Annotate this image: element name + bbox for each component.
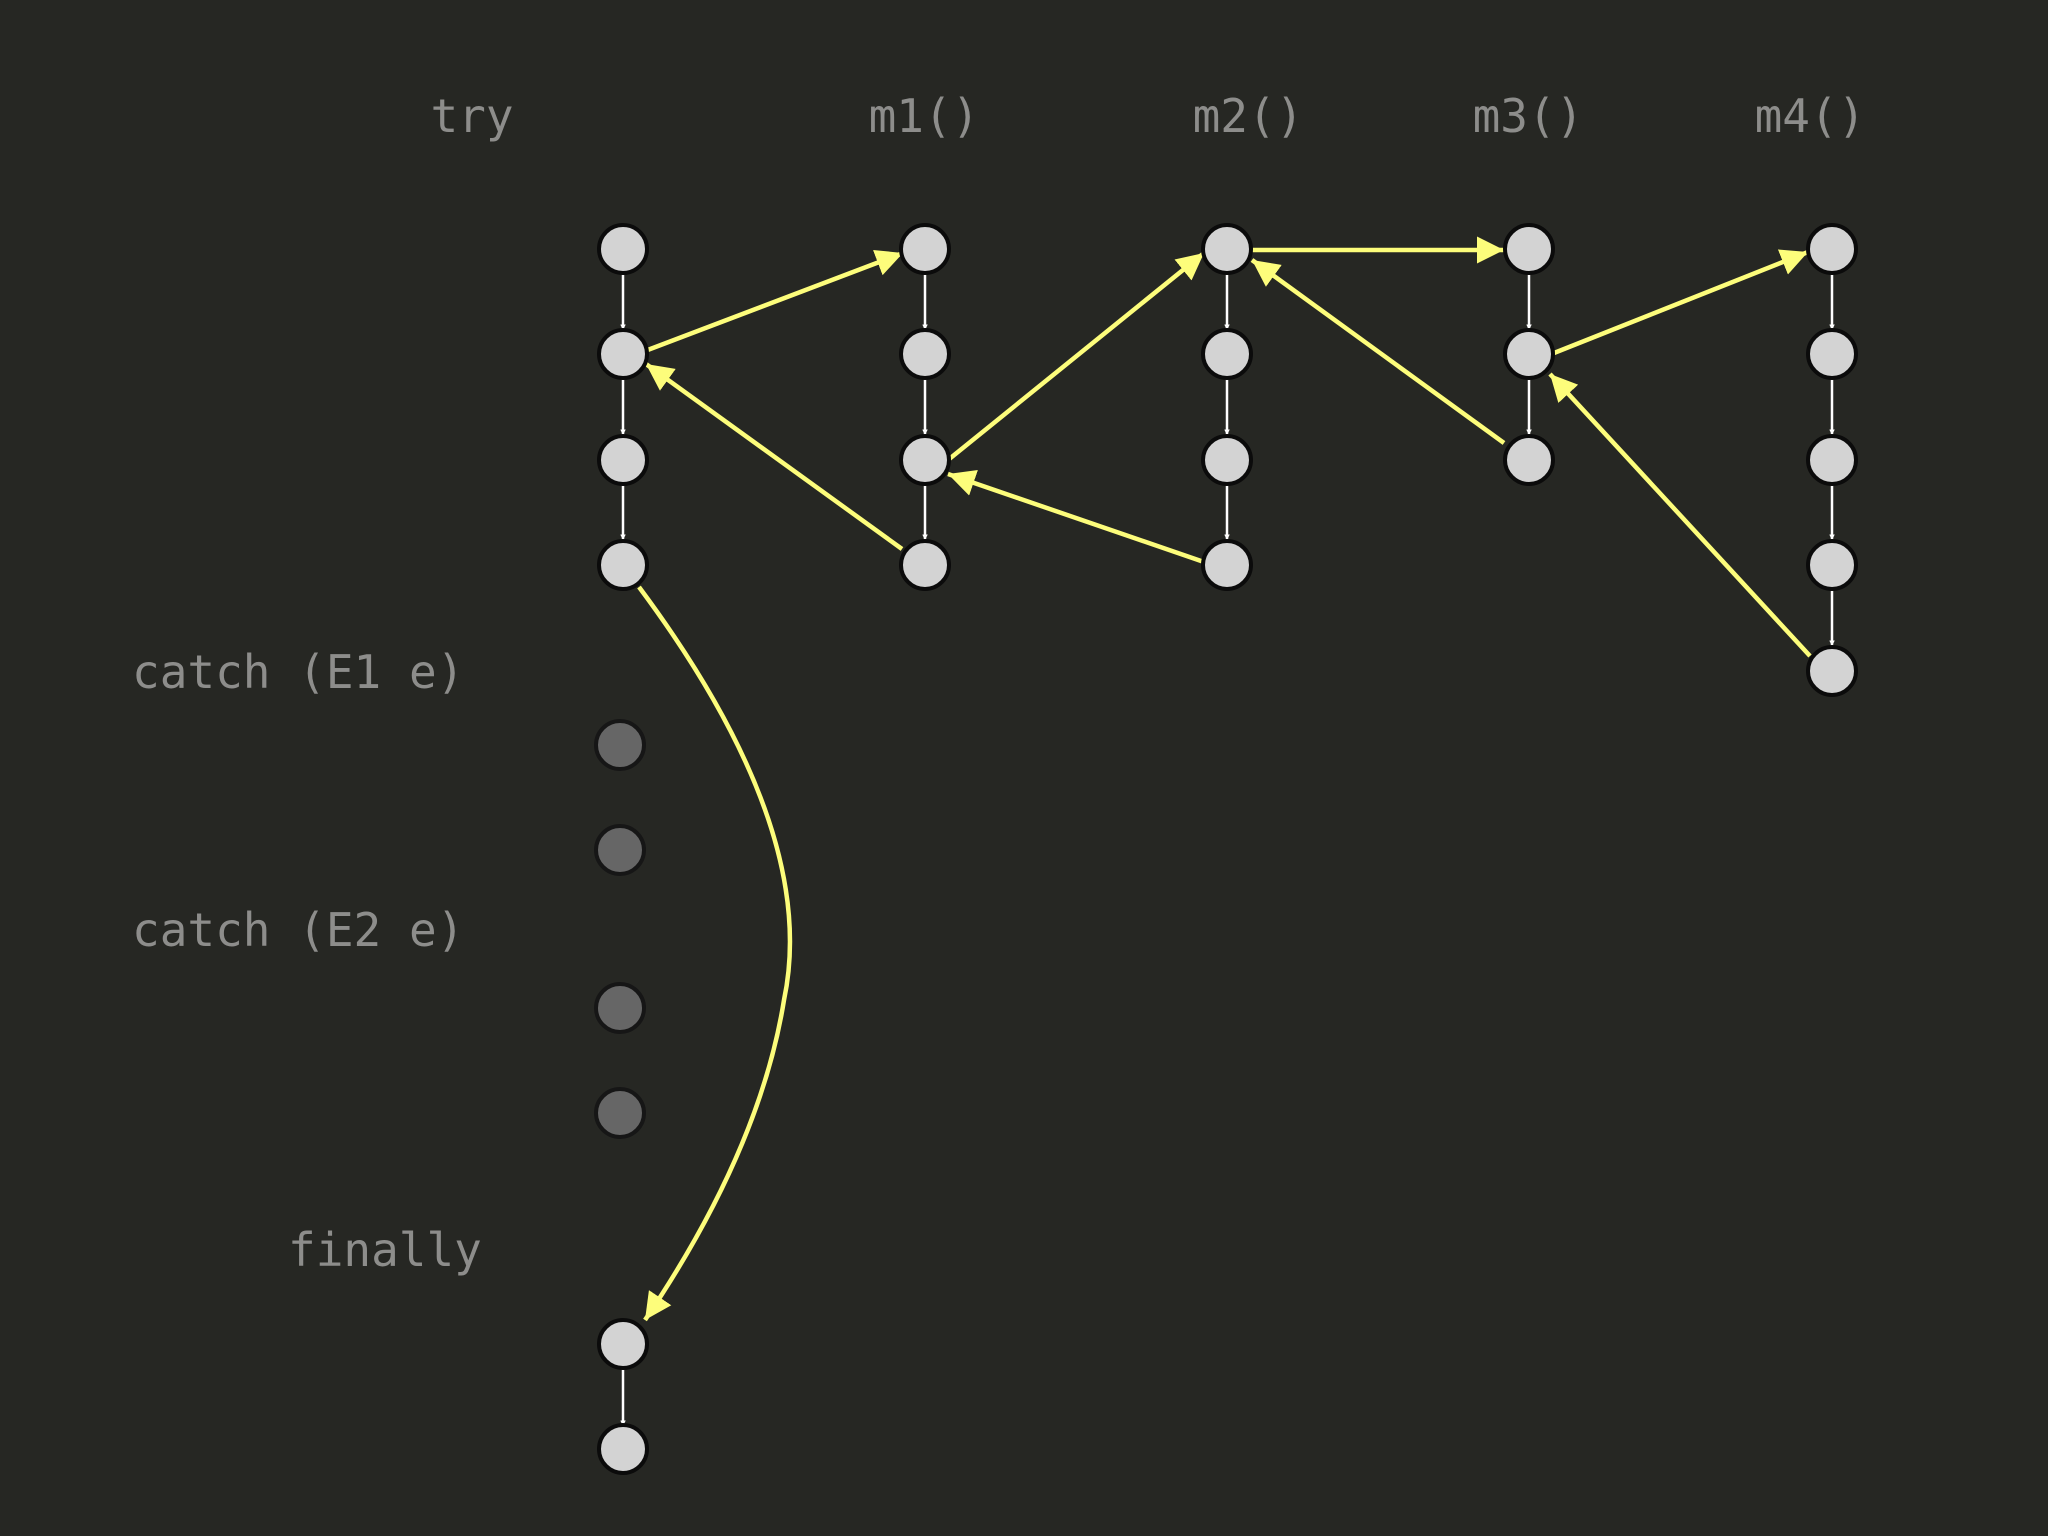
node [1201,328,1253,380]
label-m3: m3() [1473,89,1584,143]
label-finally: finally [288,1223,482,1277]
node [899,328,951,380]
return-arrow-m2-to-m1 [947,470,1205,565]
node [597,434,649,486]
node [1806,328,1858,380]
return-arrow-m3-to-m2 [1250,258,1506,445]
label-m1: m1() [869,89,980,143]
return-arrow-m4-to-m3 [1548,372,1812,658]
label-m2: m2() [1193,89,1304,143]
node [1503,223,1555,275]
node [899,539,951,591]
try-column-nodes [597,223,649,591]
sequential-flow-arrows [620,272,1835,1426]
label-try: try [430,89,513,143]
jump-arrow-try-to-finally [637,585,793,1322]
m3-column-nodes [1503,223,1555,486]
node [597,539,649,591]
node [899,434,951,486]
node [899,223,951,275]
label-m4: m4() [1755,89,1866,143]
node [1806,223,1858,275]
node [597,223,649,275]
call-return-arrows [637,236,1812,1322]
node [597,1318,649,1370]
call-arrow-m3-to-m4 [1553,249,1809,356]
node [1201,223,1253,275]
node [1806,539,1858,591]
node [1806,645,1858,697]
node-unreached [594,824,646,876]
call-arrow-try-to-m1 [644,249,904,354]
m1-column-nodes [899,223,951,591]
node [1503,328,1555,380]
node [1201,434,1253,486]
finally-column-nodes [597,1318,649,1475]
node-unreached [594,982,646,1034]
return-arrow-m1-to-try [644,362,904,551]
catch-column-nodes [594,719,646,1139]
node [597,328,649,380]
label-catch-e2: catch (E2 e) [132,903,464,957]
label-catch-e1: catch (E1 e) [132,645,464,699]
node [597,1423,649,1475]
node [1503,434,1555,486]
node [1806,434,1858,486]
m4-column-nodes [1806,223,1858,697]
node-unreached [594,719,646,771]
m2-column-nodes [1201,223,1253,591]
node [1201,539,1253,591]
call-arrow-m1-to-m2 [946,251,1206,462]
node-unreached [594,1087,646,1139]
